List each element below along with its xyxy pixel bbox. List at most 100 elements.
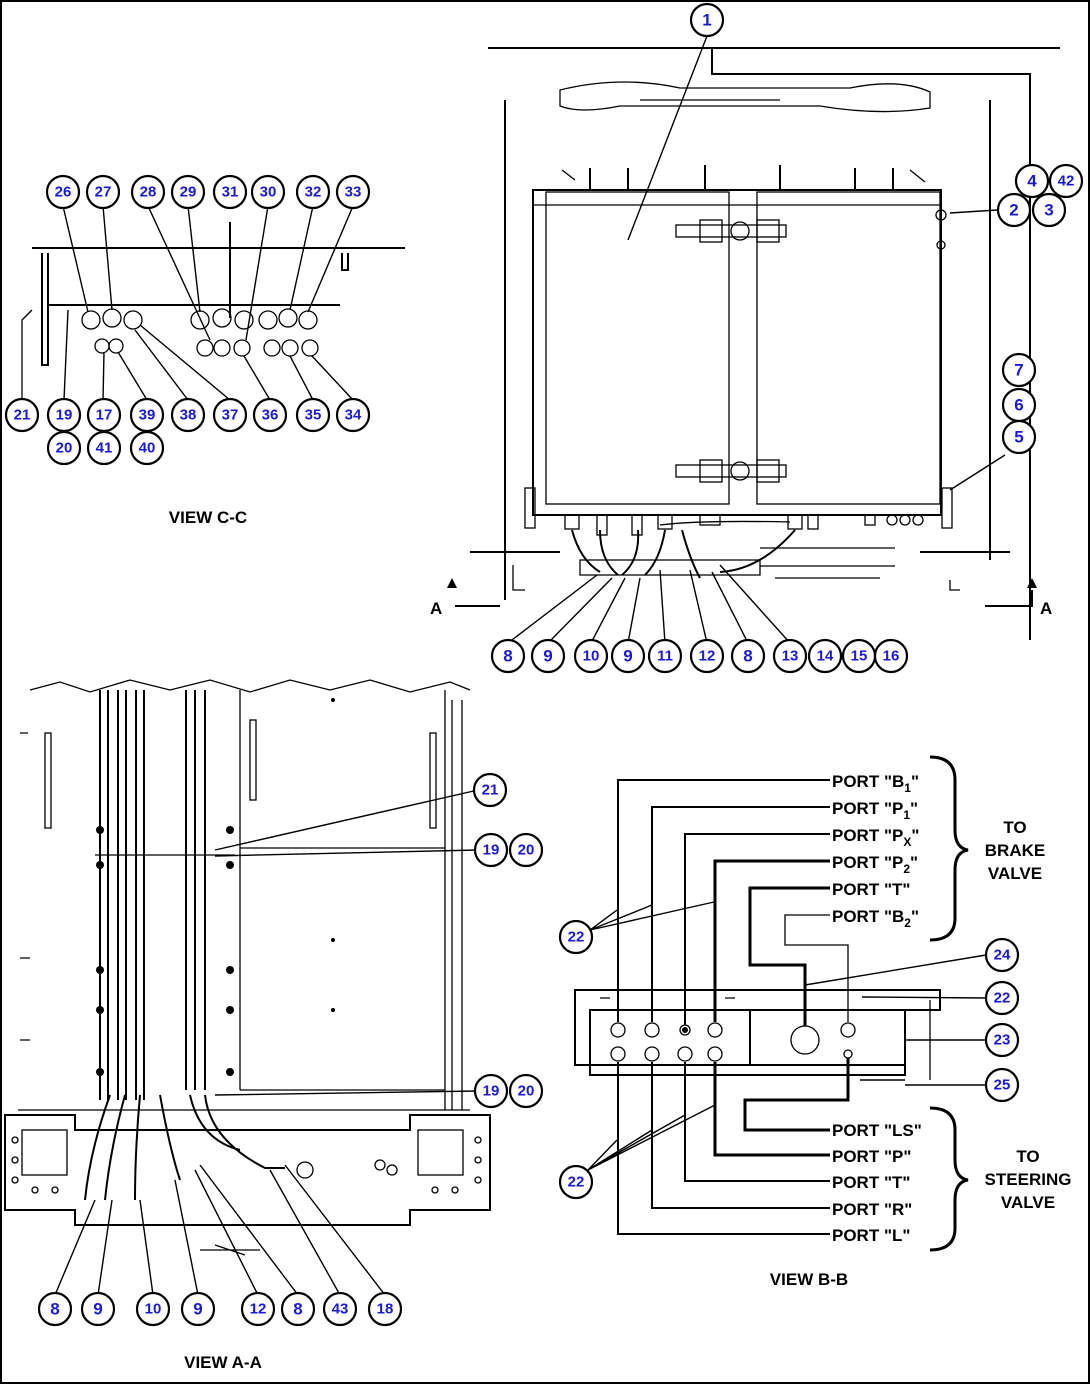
- callout-9: 9: [530, 638, 566, 674]
- svg-text:9: 9: [93, 1300, 102, 1319]
- svg-text:VALVE: VALVE: [988, 864, 1042, 883]
- steering-port-label: PORT "R": [832, 1200, 912, 1219]
- svg-text:8: 8: [293, 1300, 302, 1319]
- svg-text:43: 43: [332, 1301, 349, 1318]
- callout-27: 27: [85, 174, 121, 210]
- brake-port-label: PORT "T": [832, 880, 910, 899]
- callout-16: 16: [873, 638, 909, 674]
- callout-13: 13: [772, 638, 808, 674]
- svg-text:15: 15: [851, 648, 868, 665]
- callout-4: 4: [1014, 163, 1050, 199]
- steering-port-label: PORT "LS": [832, 1121, 922, 1140]
- svg-text:30: 30: [260, 184, 277, 201]
- svg-text:6: 6: [1014, 396, 1023, 415]
- svg-text:BRAKE: BRAKE: [985, 841, 1045, 860]
- svg-text:39: 39: [139, 407, 156, 424]
- svg-text:21: 21: [482, 782, 499, 799]
- svg-text:16: 16: [883, 648, 900, 665]
- svg-text:26: 26: [55, 184, 72, 201]
- callout-1: 1: [689, 2, 725, 38]
- callout-14: 14: [807, 638, 843, 674]
- svg-text:22: 22: [994, 990, 1011, 1007]
- callout-23: 23: [984, 1022, 1020, 1058]
- callout-19: 19: [473, 1073, 509, 1109]
- svg-text:5: 5: [1014, 428, 1023, 447]
- svg-text:9: 9: [623, 647, 632, 666]
- callout-12: 12: [689, 638, 725, 674]
- svg-text:1: 1: [702, 11, 711, 30]
- main-view: A A: [430, 35, 1060, 644]
- callout-24: 24: [984, 937, 1020, 973]
- svg-text:35: 35: [305, 407, 322, 424]
- view-c-callouts: 26 27 28 29 31 30 32 33 21 19 17 39 38 3…: [4, 174, 371, 466]
- svg-text:9: 9: [543, 647, 552, 666]
- svg-text:11: 11: [657, 648, 673, 665]
- svg-text:33: 33: [345, 184, 362, 201]
- svg-text:22: 22: [568, 929, 585, 946]
- svg-text:17: 17: [96, 407, 113, 424]
- section-marker-right: A: [1040, 599, 1052, 618]
- svg-text:42: 42: [1058, 173, 1075, 190]
- svg-text:34: 34: [345, 407, 362, 424]
- callout-30: 30: [250, 174, 286, 210]
- callout-11: 11: [647, 638, 683, 674]
- callout-40: 40: [129, 430, 165, 466]
- callout-32: 32: [295, 174, 331, 210]
- callout-12: 12: [240, 1291, 276, 1327]
- svg-text:36: 36: [262, 407, 279, 424]
- svg-text:22: 22: [568, 1174, 585, 1191]
- callout-22: 22: [984, 980, 1020, 1016]
- callout-22: 22: [558, 919, 594, 955]
- callout-9: 9: [610, 638, 646, 674]
- callout-39: 39: [129, 397, 165, 433]
- callout-2: 2: [996, 192, 1032, 228]
- brake-port-labels: PORT "B1" PORT "P1" PORT "PX" PORT "P2" …: [832, 772, 919, 930]
- callout-10: 10: [573, 638, 609, 674]
- callout-29: 29: [170, 174, 206, 210]
- callout-28: 28: [130, 174, 166, 210]
- callout-26: 26: [45, 174, 81, 210]
- svg-text:41: 41: [96, 440, 113, 457]
- view-b-callouts: 22 24 22 23 25 22: [558, 919, 1020, 1200]
- callout-9: 9: [180, 1291, 216, 1327]
- svg-text:19: 19: [483, 842, 500, 859]
- svg-text:14: 14: [817, 648, 834, 665]
- callout-43: 43: [322, 1291, 358, 1327]
- brake-port-label: PORT "P2": [832, 853, 918, 876]
- steering-port-label: PORT "T": [832, 1173, 910, 1192]
- svg-text:23: 23: [994, 1032, 1011, 1049]
- view-b-b: VIEW B-B: [574, 755, 987, 1289]
- brake-port-label: PORT "PX": [832, 826, 919, 849]
- callout-19: 19: [473, 832, 509, 868]
- steering-valve-label: TO STEERING VALVE: [985, 1147, 1072, 1212]
- steering-port-label: PORT "P": [832, 1147, 911, 1166]
- svg-text:TO: TO: [1016, 1147, 1039, 1166]
- svg-text:40: 40: [139, 440, 156, 457]
- svg-text:10: 10: [583, 648, 600, 665]
- callout-17: 17: [86, 397, 122, 433]
- svg-text:10: 10: [145, 1301, 162, 1318]
- svg-text:24: 24: [994, 947, 1011, 964]
- svg-text:31: 31: [222, 184, 239, 201]
- callout-5: 5: [1001, 419, 1037, 455]
- callout-10: 10: [135, 1291, 171, 1327]
- svg-text:13: 13: [782, 648, 799, 665]
- svg-text:28: 28: [140, 184, 157, 201]
- svg-text:38: 38: [180, 407, 197, 424]
- svg-text:8: 8: [743, 647, 752, 666]
- callout-41: 41: [86, 430, 122, 466]
- steering-port-label: PORT "L": [832, 1226, 910, 1245]
- brake-valve-label: TO BRAKE VALVE: [985, 818, 1045, 883]
- callout-20: 20: [508, 832, 544, 868]
- callout-25: 25: [984, 1067, 1020, 1103]
- callout-37: 37: [212, 397, 248, 433]
- svg-text:2: 2: [1009, 201, 1018, 220]
- callout-36: 36: [252, 397, 288, 433]
- svg-text:7: 7: [1014, 361, 1023, 380]
- svg-text:STEERING: STEERING: [985, 1170, 1072, 1189]
- callout-35: 35: [295, 397, 331, 433]
- svg-text:32: 32: [305, 184, 322, 201]
- callout-8: 8: [280, 1291, 316, 1327]
- svg-text:VALVE: VALVE: [1001, 1193, 1055, 1212]
